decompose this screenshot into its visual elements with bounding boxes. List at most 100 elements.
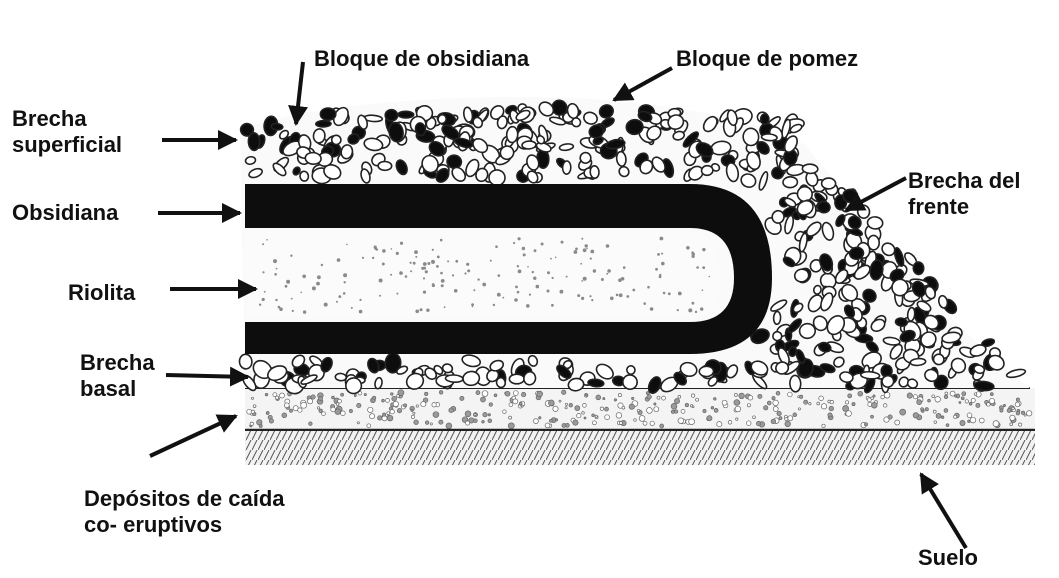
rhyolite-speck [498,274,501,277]
tephra-grain [829,406,834,411]
rhyolite-speck [455,260,458,263]
rhyolite-speck [523,253,526,256]
rhyolite-speck [493,304,495,306]
rhyolite-speck [344,281,346,283]
tephra-grain [253,405,256,408]
tephra-grain [555,419,557,421]
tephra-grain [387,415,393,421]
tephra-grain [748,395,753,400]
tephra-grain [753,416,756,419]
pumice-clast [522,141,536,150]
rhyolite-speck [266,239,268,241]
rhyolite-speck [657,253,660,256]
tephra-grain [411,415,414,418]
rhyolite-speck [359,299,361,301]
tephra-grain [519,402,522,405]
rhyolite-speck [423,277,425,279]
tephra-grain [335,409,341,415]
tephra-grain [494,394,497,397]
rhyolite-speck [441,279,445,283]
rhyolite-speck [440,239,443,242]
rhyolite-speck [452,274,454,276]
tephra-grain [425,392,428,395]
rhyolite-speck [432,249,434,251]
tephra-grain [357,422,359,424]
tephra-grain [413,412,415,414]
rhyolite-speck [527,266,529,268]
tephra-grain [383,413,386,416]
label-brecha-basal-line2: basal [80,376,155,402]
rhyolite-speck [581,280,583,282]
rhyolite-speck [413,262,416,265]
rhyolite-speck [291,298,293,300]
tephra-grain [798,396,800,398]
tephra-grain [266,412,269,415]
tephra-grain [756,421,760,425]
tephra-grain [955,395,957,397]
rhyolite-speck [444,306,446,308]
rhyolite-speck [593,269,596,272]
tephra-grain [867,398,871,402]
tephra-grain [559,400,561,402]
rhyolite-speck [275,299,277,301]
rhyolite-speck [513,242,515,244]
tephra-grain [603,398,605,400]
tephra-grain [265,393,268,396]
pumice-clast [773,311,780,324]
tephra-grain [390,410,394,414]
rhyolite-speck [607,269,611,273]
tephra-grain [357,403,361,407]
tephra-grain [941,416,944,419]
tephra-grain [691,394,694,397]
rhyolite-speck [660,237,664,241]
pumice-clast [378,161,392,170]
rhyolite-speck [351,307,353,309]
rhyolite-speck [497,293,501,297]
tephra-grain [935,397,941,403]
rhyolite-speck [316,282,320,286]
tephra-grain [959,402,961,404]
tephra-grain [584,417,586,419]
tephra-grain [605,407,609,411]
rhyolite-speck [532,271,534,273]
tephra-grain [565,403,567,405]
rhyolite-speck [502,297,504,299]
rhyolite-speck [566,276,568,278]
tephra-grain [549,419,552,422]
rhyolite-speck [410,270,412,272]
rhyolite-speck [601,278,604,281]
tephra-grain [397,409,401,413]
tephra-grain [349,409,352,412]
tephra-grain [553,406,558,411]
tephra-grain [1015,402,1020,407]
rhyolite-speck [621,277,625,281]
tephra-grain [393,401,398,406]
tephra-grain [474,414,476,416]
rhyolite-speck [590,250,594,254]
rhyolite-speck [286,280,290,284]
tephra-grain [460,396,464,400]
rhyolite-speck [702,248,705,251]
rhyolite-speck [529,294,531,296]
tephra-grain [565,407,567,409]
rhyolite-speck [440,272,443,275]
tephra-grain [513,391,518,396]
tephra-grain [845,401,848,404]
tephra-grain [946,424,949,427]
rhyolite-speck [583,277,587,281]
rhyolite-speck [659,275,662,278]
tephra-grain [989,398,994,403]
tephra-grain [275,396,278,399]
tephra-grain [643,421,647,425]
rhyolite-speck [432,284,435,287]
tephra-grain [647,395,651,399]
rhyolite-speck [454,289,458,293]
tephra-grain [269,419,273,423]
pumice-clast [445,375,463,383]
tephra-grain [913,395,917,399]
tephra-grain [1007,409,1011,413]
tephra-grain [433,412,439,418]
tephra-grain [711,407,714,410]
rhyolite-speck [379,279,383,283]
rhyolite-speck [279,307,283,311]
